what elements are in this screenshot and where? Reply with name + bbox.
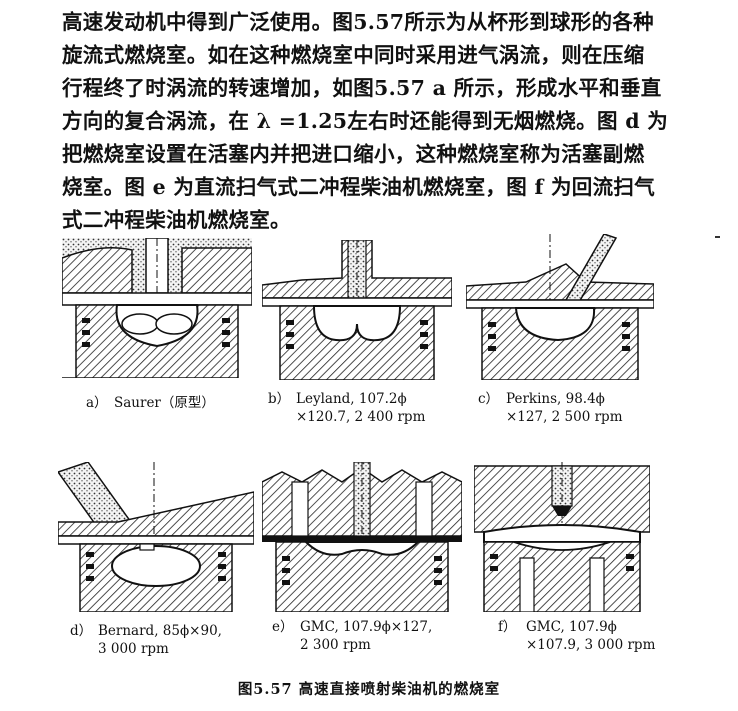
figure-e-caption: e） GMC, 107.9ϕ×127, 2 300 rpm xyxy=(272,618,432,654)
figure-c-label: c） xyxy=(478,391,500,407)
paragraph-line: 方向的复合涡流，在 λ =1.25左右时还能得到无烟燃烧。图 d 为 xyxy=(62,109,669,133)
figure-f-text-1: GMC, 107.9ϕ xyxy=(526,619,617,635)
figure-c-perkins-chamber xyxy=(466,234,654,380)
figure-a-text: Saurer（原型） xyxy=(114,395,215,411)
figure-e-text-1: GMC, 107.9ϕ×127, xyxy=(300,619,433,635)
figure-c-text-1: Perkins, 98.4ϕ xyxy=(506,391,605,407)
figure-d-text-1: Bernard, 85ϕ×90, xyxy=(98,623,222,639)
figure-d-caption: d） Bernard, 85ϕ×90, 3 000 rpm xyxy=(70,622,222,658)
body-paragraph: 高速发动机中得到广泛使用。图5.57所示为从杯形到球形的各种 旋流式燃烧室。如在… xyxy=(62,6,672,237)
figure-c-caption: c） Perkins, 98.4ϕ ×127, 2 500 rpm xyxy=(478,390,623,426)
figure-b-caption: b） Leyland, 107.2ϕ ×120.7, 2 400 rpm xyxy=(268,390,425,426)
figure-b-leyland-chamber xyxy=(262,240,452,380)
paragraph-line: 烧室。图 e 为直流扫气式二冲程柴油机燃烧室，图 f 为回流扫气 xyxy=(62,175,656,199)
figure-c-text-2: ×127, 2 500 rpm xyxy=(506,409,623,425)
figure-caption: 图5.57 高速直接喷射柴油机的燃烧室 xyxy=(237,681,501,698)
figure-f-gmc-loop-chamber xyxy=(474,462,650,612)
figure-e-text-2: 2 300 rpm xyxy=(300,637,371,653)
figure-b-text-1: Leyland, 107.2ϕ xyxy=(296,391,407,407)
figure-b-text-2: ×120.7, 2 400 rpm xyxy=(296,409,426,425)
paragraph-line: 行程终了时涡流的转速增加，如图5.57 a 所示，形成水平和垂直 xyxy=(62,76,662,100)
figure-d-bernard-chamber xyxy=(58,462,254,612)
paragraph-line: 高速发动机中得到广泛使用。图5.57所示为从杯形到球形的各种 xyxy=(62,10,654,34)
paragraph-line: 式二冲程柴油机燃烧室。 xyxy=(62,208,291,232)
figure-a-caption: a） Saurer（原型） xyxy=(86,394,215,412)
figure-e-label: e） xyxy=(272,619,294,635)
figure-f-caption: f） GMC, 107.9ϕ ×107.9, 3 000 rpm xyxy=(498,618,655,654)
figure-f-label: f） xyxy=(498,619,517,635)
figure-a-saurer-chamber xyxy=(62,238,252,378)
figure-d-label: d） xyxy=(70,623,93,639)
paragraph-line: 旋流式燃烧室。如在这种燃烧室中同时采用进气涡流，则在压缩 xyxy=(62,43,645,67)
figure-b-label: b） xyxy=(268,391,291,407)
paragraph-line: 把燃烧室设置在活塞内并把进口缩小，这种燃烧室称为活塞副燃 xyxy=(62,142,645,166)
figure-f-text-2: ×107.9, 3 000 rpm xyxy=(526,637,656,653)
figure-d-text-2: 3 000 rpm xyxy=(98,641,169,657)
margin-mark xyxy=(715,236,720,238)
figure-e-gmc-uniflow-chamber xyxy=(262,462,462,612)
figure-a-label: a） xyxy=(86,395,108,411)
